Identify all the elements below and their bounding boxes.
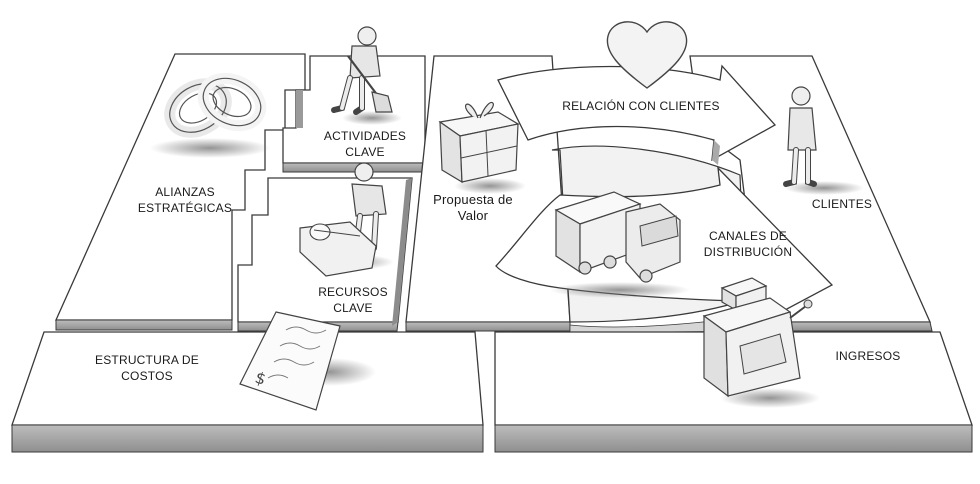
alianzas-label: ALIANZAS ESTRATÉGICAS: [126, 184, 244, 216]
relacion-label-line-1: RELACIÓN CON CLIENTES: [562, 99, 720, 113]
rings-icon: [150, 72, 270, 158]
heart-icon: [606, 21, 688, 89]
clientes-label: CLIENTES: [800, 196, 884, 212]
costos-label: ESTRUCTURA DE COSTOS: [82, 352, 212, 384]
ingresos-label-line-1: INGRESOS: [835, 349, 901, 363]
relacion-arrow: [497, 64, 777, 165]
canales-label: CANALES DE DISTRIBUCIÓN: [688, 228, 808, 260]
costos-label-line-2: COSTOS: [121, 369, 173, 383]
clientes-label-line-1: CLIENTES: [811, 197, 873, 211]
costos-block: [11, 331, 484, 453]
actividades-block: [282, 55, 426, 173]
propuesta-label: Propuesta de Valor: [418, 192, 528, 224]
worker-roll-icon: [299, 162, 394, 277]
propuesta-label-line-1: Propuesta de: [433, 192, 513, 207]
truck-icon: [550, 191, 690, 298]
recursos-label-line-2: CLAVE: [333, 301, 373, 315]
ingresos-label: INGRESOS: [818, 348, 918, 364]
actividades-label: ACTIVIDADES CLAVE: [303, 128, 427, 160]
cash-register-icon: [702, 277, 820, 408]
worker-shovel-icon: [331, 26, 402, 125]
canales-label-line-2: DISTRIBUCIÓN: [703, 245, 793, 259]
propuesta-label-line-2: Valor: [457, 208, 489, 223]
alianzas-label-line-1: ALIANZAS: [155, 185, 215, 199]
actividades-label-line-2: CLAVE: [345, 145, 385, 159]
recursos-label-line-1: RECURSOS: [318, 285, 388, 299]
person-icon: [783, 86, 864, 195]
actividades-label-line-1: ACTIVIDADES: [323, 129, 407, 143]
invoice-icon: $: [239, 311, 376, 411]
canales-label-line-1: CANALES DE: [708, 229, 788, 243]
costos-label-line-1: ESTRUCTURA DE: [95, 353, 199, 367]
gift-icon: [438, 101, 526, 194]
relacion-label: RELACIÓN CON CLIENTES: [548, 98, 734, 114]
alianzas-label-line-2: ESTRATÉGICAS: [137, 201, 233, 215]
recursos-label: RECURSOS CLAVE: [298, 284, 408, 316]
